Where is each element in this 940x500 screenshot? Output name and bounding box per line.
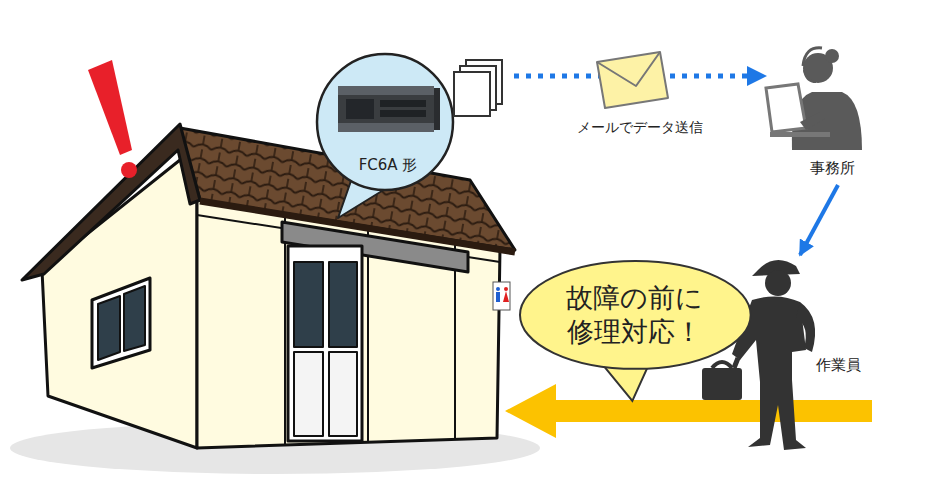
restroom-sign-part <box>496 292 500 302</box>
plc-illustration-part <box>346 99 374 119</box>
plc-callout: FC6A 形 <box>316 52 514 194</box>
office-person-part <box>800 112 826 130</box>
plc-illustration-part <box>338 86 434 132</box>
speech-bubble: 故障の前に 修理対応！ <box>517 258 754 372</box>
plc-illustration-part <box>454 60 502 116</box>
prefab-building-part <box>284 214 286 446</box>
prefab-building-part <box>329 352 357 436</box>
prefab-building-part <box>98 296 120 360</box>
restroom-sign-part <box>504 287 508 291</box>
prefab-building <box>22 124 515 448</box>
plc-illustration-part <box>338 123 434 132</box>
office-person-part <box>803 48 822 66</box>
plc-illustration-part <box>338 86 434 95</box>
node-label: 作業員 <box>816 356 861 375</box>
plc-illustration-part <box>380 110 426 117</box>
prefab-building-part <box>22 124 200 280</box>
prefab-building-part <box>367 227 369 443</box>
node-label: FC6A 形 <box>359 156 418 175</box>
prefab-building-part <box>288 246 362 441</box>
field-worker-part <box>712 362 732 368</box>
mail-envelope <box>597 52 668 108</box>
prefab-building-part <box>294 352 323 436</box>
node-label: 事務所 <box>810 159 855 178</box>
field-worker-part <box>765 270 791 296</box>
office-person-part <box>804 70 816 82</box>
field-worker-part <box>796 302 815 352</box>
plc-illustration-part <box>454 72 490 116</box>
mail-envelope-part <box>597 52 668 108</box>
restroom-sign-part <box>493 282 510 310</box>
office-person-part <box>825 49 839 63</box>
restroom-sign <box>493 282 510 310</box>
office-person-part <box>770 132 830 137</box>
plc-illustration-part <box>317 54 453 190</box>
office-node: 事務所 <box>765 40 870 185</box>
bubble-joint <box>598 357 648 362</box>
prefab-building-part <box>92 278 150 368</box>
bubble-text: 故障の前に 修理対応！ <box>559 281 710 349</box>
mail-envelope-part <box>597 52 660 86</box>
restroom-sign-part <box>496 287 500 291</box>
plc-illustration-part <box>434 88 440 130</box>
prefab-building-part <box>329 262 357 347</box>
dispatch-line <box>800 185 838 255</box>
plc-illustration-part <box>380 100 426 107</box>
edge-label: メールでデータ送信 <box>577 119 703 137</box>
bubble-outline <box>517 258 754 372</box>
prefab-building-part <box>124 286 145 351</box>
exclamation-mark-part <box>121 162 137 178</box>
restroom-sign-part <box>503 291 509 302</box>
field-worker-part <box>702 368 742 400</box>
prefab-building-part <box>294 262 323 347</box>
bubble-body <box>520 261 751 369</box>
dispatch-arrow-part <box>505 384 872 438</box>
office-person <box>766 48 862 150</box>
field-worker-part <box>734 358 738 368</box>
exclamation-mark-part <box>88 60 132 155</box>
office-person-part <box>766 84 806 132</box>
field-worker-part <box>748 380 806 450</box>
exclamation-mark <box>88 60 137 178</box>
dispatch-arrow <box>505 384 872 438</box>
